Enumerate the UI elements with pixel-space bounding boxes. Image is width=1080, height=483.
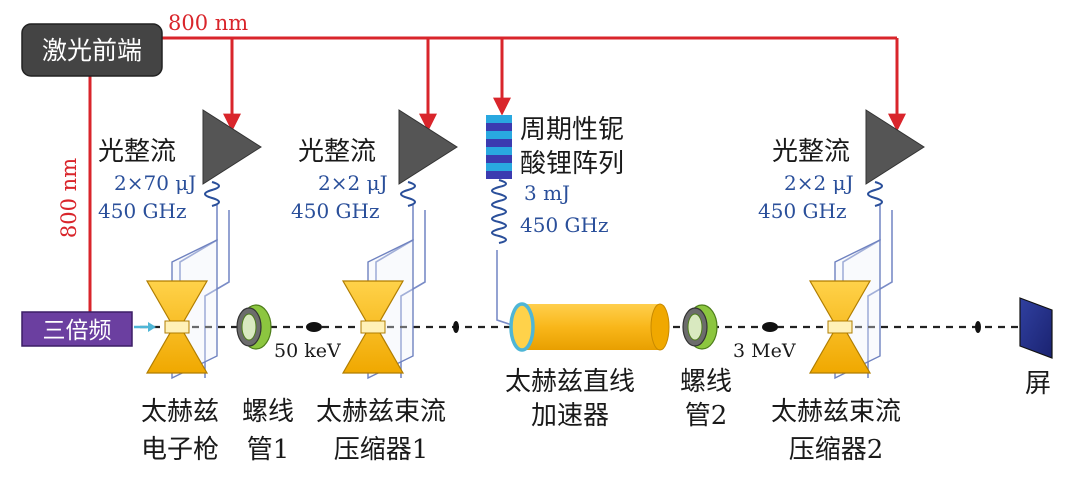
wavelength-side-label: 800 nm [57,158,81,238]
rectifier-1-wave [204,181,220,207]
ppln-freq: 450 GHz [520,213,609,237]
rectifier-3-title: 光整流 [772,137,850,167]
wavelength-top-label: 800 nm [168,11,248,35]
bunch-1 [306,322,322,332]
bunch-2 [453,321,459,333]
bunch-3 [762,322,778,332]
rectifier-1-freq: 450 GHz [98,199,187,223]
compressor1-label-1: 太赫兹束流 [316,397,446,427]
ppln-label-line2: 酸锂阵列 [520,149,624,179]
laser-front-end-box [21,23,163,77]
rectifier-2-triangle [398,109,458,185]
gun-label-2: 电子枪 [141,435,219,465]
rectifier-2 [398,109,458,207]
ppln-label-line1: 周期性铌 [520,115,624,145]
electron-bunches [306,321,981,333]
laser-front-end-label: 激光前端 [42,36,142,65]
compressor2-label-1: 太赫兹束流 [771,397,901,427]
rectifier-1-title: 光整流 [98,137,176,167]
compressor2-label-2: 压缩器2 [789,435,884,465]
solenoid2-label-2: 管2 [685,401,728,431]
laser-lines [88,36,906,312]
bunch-4 [975,321,981,333]
rectifier-2-freq: 450 GHz [291,199,380,223]
ppln-energy: 3 mJ [524,181,570,205]
ppln-wave [491,179,507,244]
rectifier-3-energy: 2×2 μJ [784,171,854,195]
energy-3mev: 3 MeV [733,340,796,362]
screen-plate [1019,297,1053,359]
solenoid1-label-2: 管1 [247,435,290,465]
ppln-stack [486,115,512,179]
rectifier-2-title: 光整流 [298,137,376,167]
tripler-box [21,311,133,347]
energy-50kev: 50 keV [274,340,341,362]
rectifier-3-wave [867,181,883,207]
rectifier-2-energy: 2×2 μJ [318,171,388,195]
solenoid2-label-1: 螺线 [680,367,732,397]
compressor1-label-2: 压缩器1 [334,435,429,465]
linac-entrance [509,302,535,352]
rectifier-2-wave [400,181,416,207]
rectifier-3-freq: 450 GHz [758,199,847,223]
linac-label-1: 太赫兹直线 [505,367,635,397]
thz-compressor-1 [341,280,405,374]
solenoid-1 [236,304,272,350]
rectifier-3-triangle [865,109,925,185]
rectifier-1 [202,109,262,207]
rectifier-3 [865,109,925,207]
solenoid1-label-1: 螺线 [242,397,294,427]
thz-compressor-2 [808,280,872,374]
rectifier-1-energy: 2×70 μJ [114,171,196,195]
linac-label-2: 加速器 [531,401,609,431]
rectifier-1-triangle [202,109,262,185]
solenoid-2 [682,304,718,350]
gun-label-1: 太赫兹 [141,397,219,427]
screen-label: 屏 [1025,369,1051,399]
thz-linac [509,302,670,352]
tripler-label: 三倍频 [43,318,112,344]
thz-gun [145,280,209,374]
